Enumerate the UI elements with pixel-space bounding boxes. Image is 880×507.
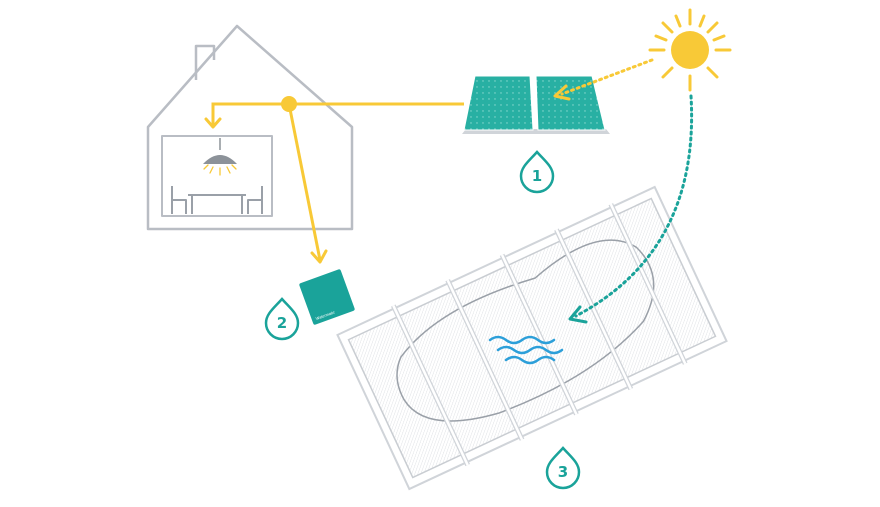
power-junction	[281, 96, 297, 112]
house-window-interior	[161, 135, 273, 217]
power-line-to-controller	[287, 103, 322, 261]
solar-panel-right	[535, 75, 606, 131]
dining-table-icon	[188, 194, 246, 214]
badge-1: 1	[519, 150, 555, 194]
house-icon	[146, 24, 354, 231]
power-lines	[204, 96, 464, 264]
pool-outline	[396, 239, 655, 422]
pool-frame-outer	[336, 185, 728, 491]
sunlight-to-pool-arrow	[568, 94, 694, 324]
chimney	[194, 44, 216, 80]
control-box-icon: Watermatic	[299, 269, 355, 325]
solar-panel-icon	[462, 75, 610, 134]
solar-panel-left	[463, 75, 534, 131]
water-waves-icon	[488, 335, 564, 365]
badge-2-number: 2	[277, 314, 287, 332]
badge-1-number: 1	[532, 167, 542, 185]
lamp-icon	[203, 138, 237, 176]
badge-3-number: 3	[558, 463, 568, 481]
device-brand-label: Watermatic	[315, 309, 336, 321]
chair-right-icon	[247, 186, 263, 214]
sun-icon	[648, 8, 732, 92]
sunlight-to-panel-arrow	[553, 58, 654, 101]
badge-2: 2	[264, 297, 300, 341]
badge-3: 3	[545, 446, 581, 490]
power-line-to-lamp	[211, 102, 289, 126]
house-outline	[146, 24, 354, 231]
chair-left-icon	[171, 186, 187, 214]
